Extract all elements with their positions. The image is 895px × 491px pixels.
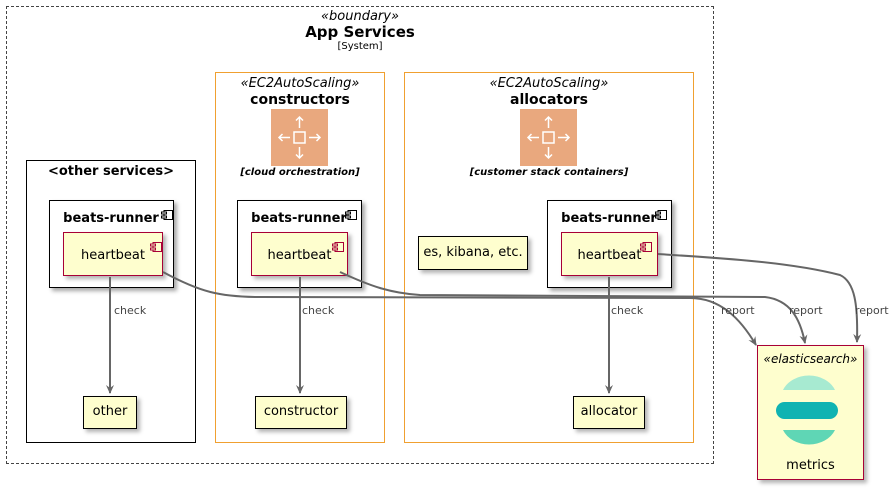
constructor-label: constructor [263, 404, 339, 419]
component-icon-svg [640, 242, 652, 252]
elasticsearch-icon [776, 375, 838, 445]
heartbeat-label: heartbeat [577, 248, 642, 263]
report-label: report [855, 304, 889, 317]
es-kibana-box [418, 236, 528, 270]
beats-runner-label: beats-runner [251, 211, 347, 226]
boundary-subtitle: [System] [337, 41, 383, 52]
boundary-title: App Services [305, 23, 415, 41]
other-services-group [26, 160, 196, 443]
elasticsearch-stereotype: «elasticsearch» [763, 352, 858, 366]
report-label: report [789, 304, 823, 317]
allocators-group [404, 72, 694, 443]
heartbeat-component-constructors [251, 232, 348, 276]
constructors-title: constructors [250, 92, 350, 108]
component-icon-svg [345, 210, 357, 220]
check-label: check [114, 304, 147, 317]
elasticsearch-icon-top [783, 375, 835, 390]
elasticsearch-icon-middle [776, 402, 838, 419]
constructors-group [215, 72, 385, 443]
beats-runner-label: beats-runner [63, 211, 159, 226]
report-edge-other [162, 271, 757, 346]
es-kibana-label: es, kibana, etc. [423, 245, 523, 260]
component-icon-svg [332, 242, 344, 252]
other-label: other [92, 404, 128, 419]
component-icon [640, 237, 652, 252]
autoscaling-icon [520, 109, 577, 166]
component-icon [332, 237, 344, 252]
report-label: report [721, 304, 755, 317]
allocators-caption: [customer stack containers] [469, 167, 629, 178]
autoscaling-icon-svg [277, 115, 322, 160]
heartbeat-label: heartbeat [267, 248, 332, 263]
other-box [83, 396, 137, 429]
allocator-label: allocator [580, 404, 638, 419]
app-services-boundary [6, 6, 714, 464]
report-edge-constructors [339, 271, 808, 344]
constructors-caption: [cloud orchestration] [240, 167, 360, 178]
elasticsearch-label: metrics [786, 458, 835, 473]
check-label: check [302, 304, 335, 317]
allocators-stereotype: «EC2AutoScaling» [489, 76, 609, 91]
component-icon-svg [150, 242, 162, 252]
heartbeat-label: heartbeat [81, 248, 145, 263]
component-icon [345, 205, 357, 220]
component-icon [161, 205, 173, 220]
heartbeat-component-other [63, 232, 163, 276]
report-edge-allocators [657, 253, 862, 343]
boundary-stereotype: «boundary» [321, 9, 399, 24]
component-icon-svg [161, 210, 173, 220]
beats-runner-label: beats-runner [561, 211, 657, 226]
constructor-box [255, 396, 347, 429]
component-icon [150, 237, 162, 252]
allocators-title: allocators [510, 92, 588, 108]
other-services-title: <other services> [47, 164, 175, 179]
component-icon [655, 205, 667, 220]
constructors-stereotype: «EC2AutoScaling» [240, 76, 360, 91]
heartbeat-component-allocators [561, 232, 658, 276]
autoscaling-icon [271, 109, 328, 166]
component-icon-svg [655, 210, 667, 220]
elasticsearch-icon-bottom [783, 430, 835, 445]
autoscaling-icon-svg [526, 115, 571, 160]
check-label: check [611, 304, 644, 317]
allocator-box [573, 396, 645, 429]
